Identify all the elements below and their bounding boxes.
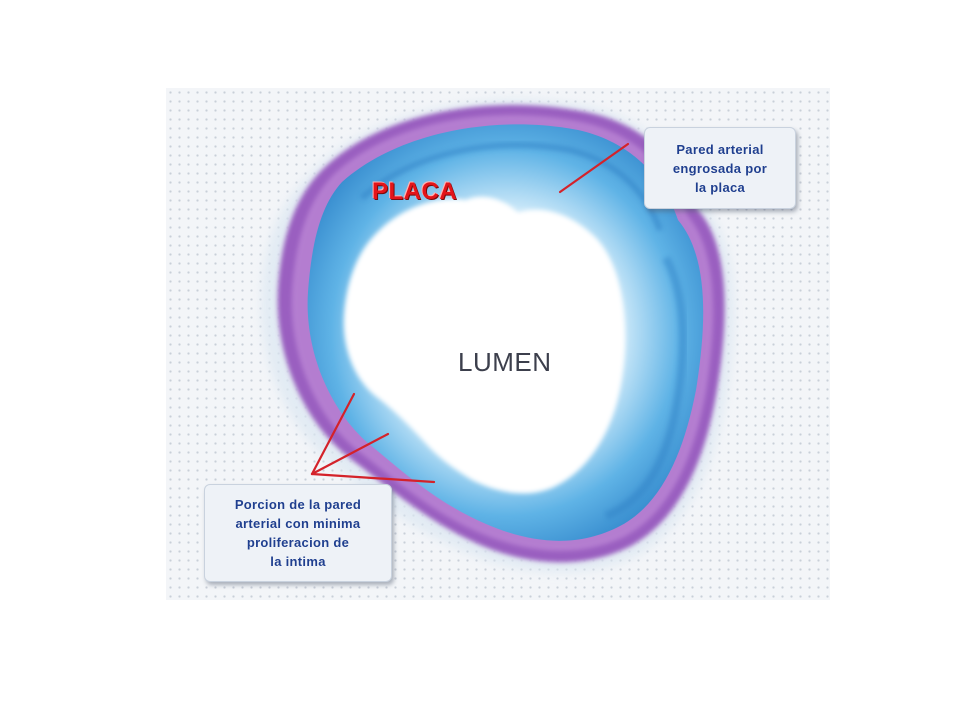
lumen-label: LUMEN <box>458 347 552 377</box>
artery-micrograph <box>261 99 735 573</box>
minimal-intima-label: Porcion de la pared arterial con minima … <box>204 484 392 582</box>
plaque-label: PLACA <box>372 178 458 205</box>
lumen-area <box>343 196 626 494</box>
pointer-minimal-intima-c <box>310 472 436 484</box>
pointer-lines <box>310 142 630 484</box>
thickened-wall-label: Pared arterial engrosada por la placa <box>644 127 796 209</box>
pointer-minimal-intima-b <box>310 432 390 476</box>
pointer-thickened-wall <box>558 142 630 194</box>
pointer-minimal-intima-a <box>310 392 356 476</box>
